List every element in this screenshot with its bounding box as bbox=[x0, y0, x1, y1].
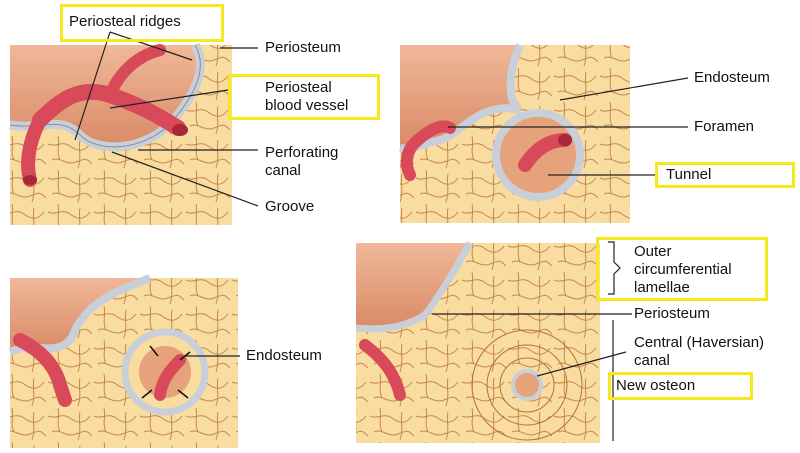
panel-new-osteon-art bbox=[355, 241, 600, 443]
highlight-box-new-osteon bbox=[608, 372, 753, 400]
highlight-box-outer-lamellae bbox=[596, 237, 768, 301]
label-outer-lamellae-1: Outer bbox=[634, 243, 672, 260]
label-outer-lamellae-2: circumferential bbox=[634, 261, 732, 278]
panel-tunnel-art bbox=[399, 43, 630, 223]
label-foramen: Foramen bbox=[694, 118, 755, 135]
highlight-box-tunnel bbox=[655, 162, 795, 188]
label-central-canal-2: canal bbox=[634, 352, 670, 369]
label-groove: Groove bbox=[265, 198, 315, 215]
label-periosteum: Periosteum bbox=[265, 39, 341, 56]
label-periosteal-ridges: Periosteal ridges bbox=[69, 13, 181, 30]
label-tunnel: Tunnel bbox=[666, 166, 712, 183]
label-leader-lines bbox=[74, 31, 689, 441]
panel-periosteal-ridges-art bbox=[9, 42, 232, 225]
label-new-osteon: New osteon bbox=[616, 377, 696, 394]
label-periosteal-vessel-2: blood vessel bbox=[265, 97, 349, 114]
label-outer-lamellae-3: lamellae bbox=[634, 279, 690, 296]
label-endosteum-bottom: Endosteum bbox=[246, 347, 322, 364]
label-endosteum-top: Endosteum bbox=[694, 69, 770, 86]
panel-endosteum-art bbox=[8, 274, 238, 448]
label-periosteal-vessel-1: Periosteal bbox=[265, 79, 332, 96]
highlight-box-periosteal-vessel bbox=[228, 74, 380, 120]
label-perforating-canal-2: canal bbox=[265, 162, 301, 179]
label-perforating-canal-1: Perforating bbox=[265, 144, 339, 161]
label-central-canal-1: Central (Haversian) bbox=[634, 334, 765, 351]
highlight-box-periosteal-ridges bbox=[60, 4, 224, 42]
label-periosteum-bottom: Periosteum bbox=[634, 305, 710, 322]
